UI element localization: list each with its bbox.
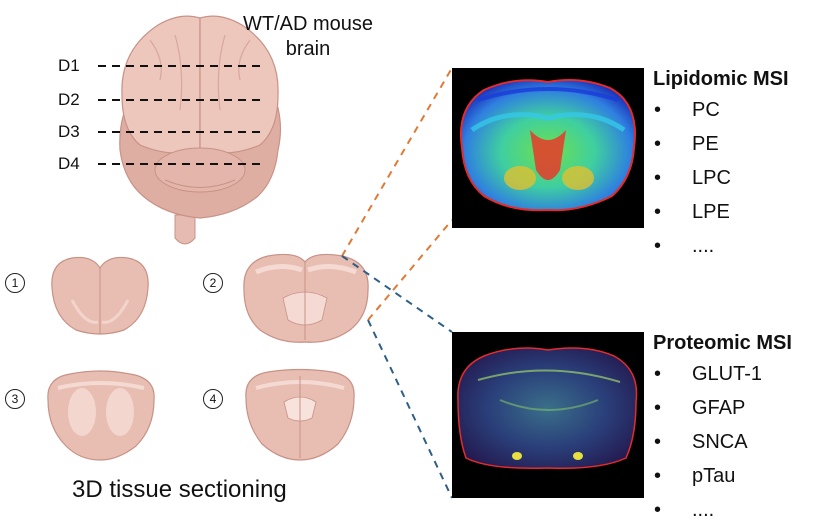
list-item: •PE xyxy=(654,133,719,155)
list-item: •.... xyxy=(654,235,715,257)
list-item: •SNCA xyxy=(654,431,748,453)
lipidomic-title: Lipidomic MSI xyxy=(653,68,789,90)
proteomic-msi-image xyxy=(452,332,644,498)
brain-title-line-2: brain xyxy=(285,38,331,60)
section-label-d1: D1 xyxy=(58,56,80,75)
whole-brain-illustration xyxy=(119,15,282,245)
section-number-1: 1 xyxy=(5,273,25,293)
blue-connector-bottom xyxy=(367,319,453,499)
section-label-d2: D2 xyxy=(58,90,80,109)
list-item: •LPC xyxy=(654,167,731,189)
blue-connector-top xyxy=(341,255,453,333)
list-item: •pTau xyxy=(654,465,736,487)
brain-title-line-1: WT/AD mouse xyxy=(242,13,374,35)
list-item: •PC xyxy=(654,99,720,121)
section-number-3: 3 xyxy=(5,389,25,409)
list-item: •GLUT-1 xyxy=(654,363,763,385)
brain-title: WT/AD mouse brain xyxy=(226,12,390,62)
proteomic-list: •GLUT-1 •GFAP •SNCA •pTau •.... xyxy=(654,357,762,527)
list-item: •.... xyxy=(654,499,715,521)
orange-connector-top xyxy=(341,67,453,257)
section-number-4: 4 xyxy=(203,389,223,409)
orange-connector-bottom xyxy=(367,219,453,321)
connector-lines xyxy=(341,67,453,499)
brain-section-3 xyxy=(47,370,155,461)
proteomic-title: Proteomic MSI xyxy=(653,332,792,354)
lipidomic-msi-image xyxy=(452,68,644,228)
section-number-2: 2 xyxy=(203,273,223,293)
brain-section-2 xyxy=(243,253,369,343)
section-label-d3: D3 xyxy=(58,122,80,141)
list-item: •LPE xyxy=(654,201,730,223)
list-item: •GFAP xyxy=(654,397,746,419)
brain-section-1 xyxy=(51,256,149,335)
brain-section-4 xyxy=(245,368,355,461)
lipidomic-list: •PC •PE •LPC •LPE •.... xyxy=(654,93,731,263)
section-label-d4: D4 xyxy=(58,154,80,173)
sectioning-caption: 3D tissue sectioning xyxy=(72,476,287,503)
